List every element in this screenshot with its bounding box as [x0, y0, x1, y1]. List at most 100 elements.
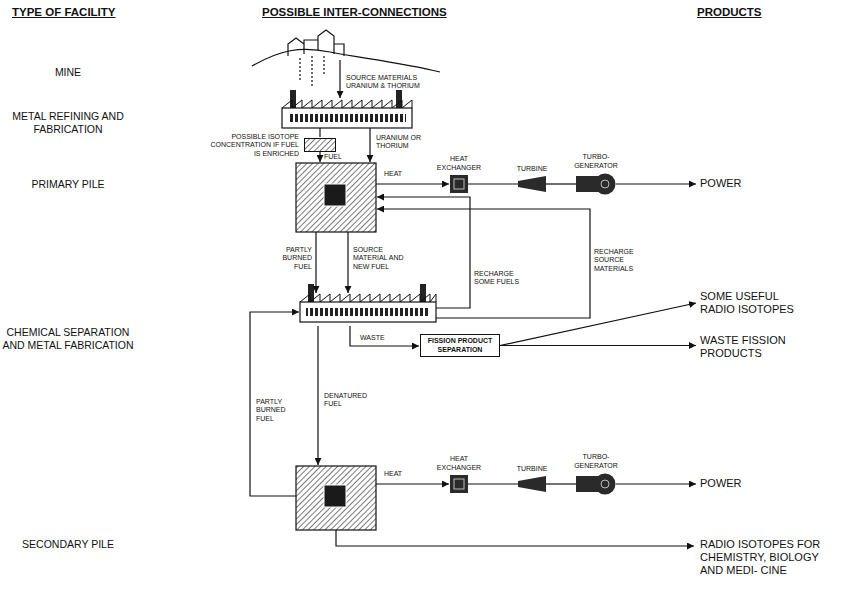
flow-arrow: [250, 312, 299, 496]
flow-label: URANIUM OR THORIUM: [376, 134, 428, 151]
turbine-symbol: [518, 476, 546, 492]
facility-name: METAL REFINING AND FABRICATION: [0, 110, 136, 135]
flow-label: PARTLY BURNED FUEL: [256, 398, 296, 423]
sawtooth-roof: [282, 100, 412, 108]
product-label: RADIO ISOTOPES FOR CHEMISTRY, BIOLOGY AN…: [700, 538, 822, 577]
flow-connector: [546, 183, 576, 184]
turbine-casing: [518, 476, 546, 492]
flow-arrow: [319, 152, 320, 162]
connectors: [468, 184, 696, 484]
mine-shafts: [300, 56, 324, 88]
flow-arrow: [377, 209, 590, 318]
factory-building: [282, 90, 412, 128]
column-heading: TYPE OF FACILITY: [12, 6, 116, 20]
exchanger-coil: [454, 179, 464, 189]
product-label: POWER: [700, 177, 770, 190]
flow-arrow: [350, 326, 419, 346]
product-item: SOME USEFUL RADIO ISOTOPES: [700, 290, 810, 316]
flow-label: WASTE: [360, 334, 400, 342]
turbine: TURBINE: [518, 476, 546, 492]
facility-name: MINE: [0, 66, 136, 79]
flow-connector: [500, 303, 696, 346]
turbo-generator-symbol: [576, 473, 616, 495]
flow-arrow: [376, 183, 449, 184]
facility-name: PRIMARY PILE: [0, 178, 136, 191]
flow-arrow: [376, 483, 449, 484]
flow-arrow: [377, 197, 470, 308]
flow-lines: [250, 60, 694, 546]
flow-arrow: [347, 232, 348, 293]
product-item: POWER: [700, 477, 770, 490]
equipment-label: TURBINE: [510, 165, 554, 173]
equipment-label: TURBO-GENERATOR: [568, 153, 624, 170]
generator-rotor: [595, 174, 616, 195]
equipment-label: TURBINE: [510, 465, 554, 473]
flow-label: PARTLY BURNED FUEL: [272, 246, 312, 271]
heat-exchanger-symbol: [450, 475, 468, 493]
flow-connector: [616, 183, 696, 184]
flow-label: HEAT: [384, 470, 414, 478]
equipment-label: POSSIBLE ISOTOPE CONCENTRATION IF FUEL I…: [203, 133, 299, 158]
factory-building: [300, 284, 436, 322]
turbine-casing: [518, 176, 546, 192]
generator-rotor: [595, 474, 616, 495]
heat-exchanger: HEAT EXCHANGER: [450, 475, 468, 493]
exchanger-coil: [454, 479, 464, 489]
column-heading: POSSIBLE INTER-CONNECTIONS: [262, 6, 447, 20]
pile-shield: [296, 466, 376, 530]
generator-hub: [601, 180, 609, 188]
flow-label: FUEL: [324, 153, 354, 161]
facility-name: SECONDARY PILE: [0, 538, 136, 551]
flow-label: SOURCE MATERIALS URANIUM & THORIUM: [346, 74, 436, 91]
factory-body: [300, 302, 436, 322]
flow-connector: [468, 483, 518, 484]
flow-line: [319, 128, 320, 137]
turbine-symbol: [518, 176, 546, 192]
flow-connector: [500, 345, 696, 346]
flow-label: DENATURED FUEL: [324, 392, 380, 409]
flow-arrow: [336, 530, 694, 546]
exchanger-body: [450, 475, 468, 493]
isotope-concentrator: POSSIBLE ISOTOPE CONCENTRATION IF FUEL I…: [304, 138, 336, 152]
flow-connector: [546, 483, 576, 484]
flow-arrow: [339, 60, 340, 98]
primary-pile: [296, 163, 376, 232]
turbo-generator: TURBO-GENERATOR: [576, 473, 616, 495]
flow-arrow: [315, 232, 316, 293]
isotope-concentrator-symbol: [304, 138, 336, 152]
factories: [282, 90, 436, 322]
flow-label: RECHARGE SOME FUELS: [474, 270, 522, 287]
process-box: FISSION PRODUCT SEPARATION: [420, 334, 500, 357]
turbine: TURBINE: [518, 176, 546, 192]
factory-windows: [288, 114, 406, 122]
product-label: SOME USEFUL RADIO ISOTOPES: [700, 290, 810, 316]
product-item: RADIO ISOTOPES FOR CHEMISTRY, BIOLOGY AN…: [700, 538, 822, 577]
heat-exchanger: HEAT EXCHANGER: [450, 175, 468, 193]
flow-arrow: [317, 326, 318, 465]
pile-core: [324, 184, 346, 206]
equipment-label: TURBO-GENERATOR: [568, 453, 624, 470]
turbo-generator: TURBO-GENERATOR: [576, 173, 616, 195]
product-label: WASTE FISSION PRODUCTS: [700, 334, 810, 360]
generator-hub: [601, 480, 609, 488]
turbo-generator-symbol: [576, 173, 616, 195]
heat-exchanger-symbol: [450, 175, 468, 193]
product-item: WASTE FISSION PRODUCTS: [700, 334, 810, 360]
flow-label: SOURCE MATERIAL AND NEW FUEL: [353, 246, 409, 271]
flow-connector: [468, 183, 518, 184]
pile-core: [324, 485, 346, 507]
exchanger-body: [450, 175, 468, 193]
flow-arrow: [369, 128, 370, 162]
column-heading: PRODUCTS: [697, 6, 762, 20]
process-label: FISSION PRODUCT SEPARATION: [424, 337, 496, 354]
hatched-box: [305, 139, 336, 152]
flow-connector: [616, 483, 696, 484]
pile-shield: [296, 163, 376, 232]
factory-windows: [306, 308, 430, 316]
chimney: [396, 90, 402, 108]
secondary-pile: [296, 466, 376, 530]
equipment-label: HEAT EXCHANGER: [433, 455, 485, 472]
equipment-label: HEAT EXCHANGER: [433, 155, 485, 172]
